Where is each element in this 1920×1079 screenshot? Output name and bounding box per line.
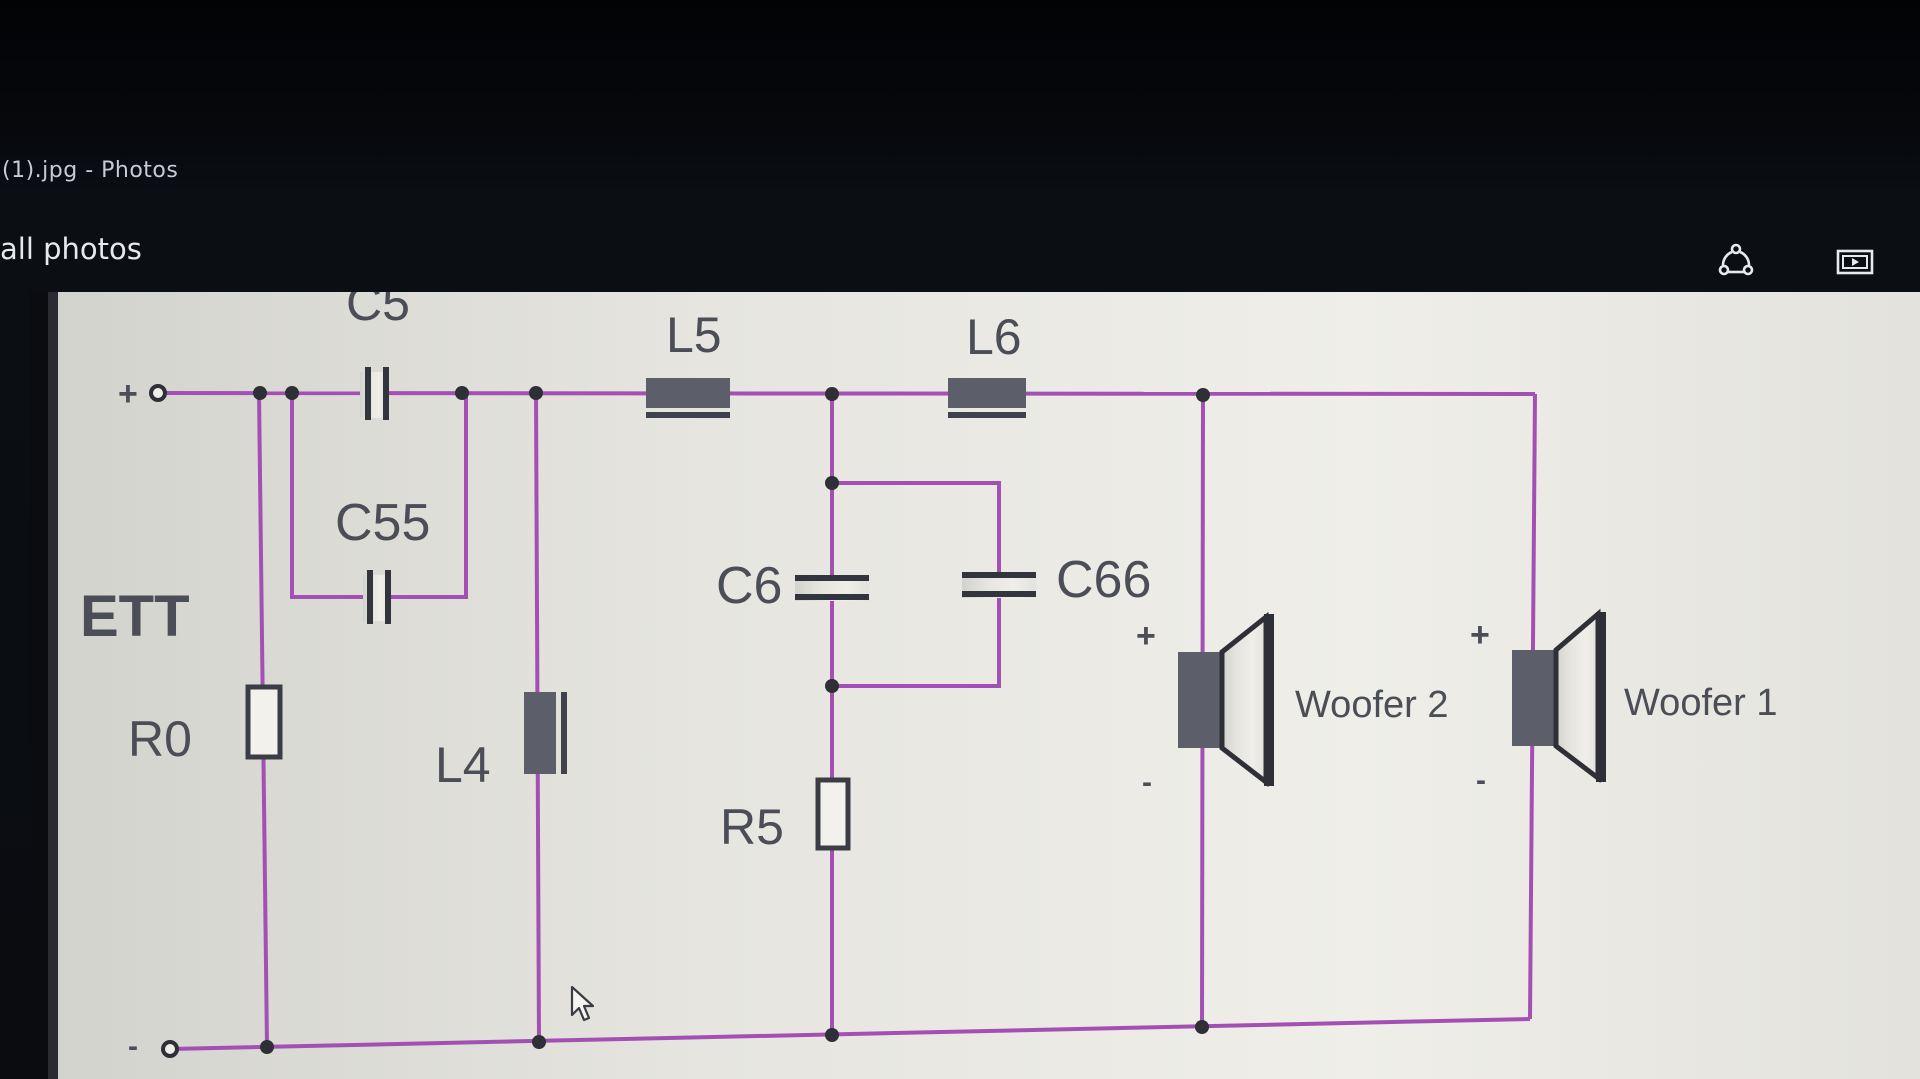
plus-terminal-label: +: [118, 375, 138, 413]
circuit-schematic-photo: + - ETT C5 C55 R0 L4 L5 L6 C6 C66 R5 Woo…: [30, 292, 1920, 1079]
capacitor-c66: [962, 572, 1036, 598]
speaker-woofer-2: [1178, 611, 1274, 788]
r0-label: R0: [128, 711, 192, 767]
c5-label: C5: [346, 292, 410, 331]
inductor-l5: [646, 378, 730, 418]
schematic-labels: + - ETT C5 C55 R0 L4 L5 L6 C6 C66 R5 Woo…: [80, 292, 1777, 1063]
l5-label: L5: [666, 307, 722, 363]
mouse-cursor-icon: [570, 985, 595, 1022]
c6-label: C6: [716, 557, 782, 615]
woofer-1-label: Woofer 1: [1624, 682, 1777, 724]
woofer-2-plus-label: +: [1136, 617, 1156, 655]
l6-label: L6: [966, 309, 1022, 365]
window-title: (1).jpg - Photos: [2, 158, 179, 183]
ett-label: ETT: [80, 584, 190, 649]
woofer-2-label: Woofer 2: [1295, 684, 1448, 726]
speaker-woofer-1: [1512, 608, 1606, 784]
capacitor-c5: [360, 367, 389, 420]
inductor-l4: [524, 692, 567, 774]
resistor-r5: [815, 777, 851, 851]
woofer-2-minus-label: -: [1142, 766, 1152, 799]
woofer-1-plus-label: +: [1470, 616, 1490, 654]
c66-label: C66: [1056, 551, 1151, 609]
junction-dots: [149, 384, 1210, 1058]
woofer-1-minus-label: -: [1476, 764, 1486, 797]
c55-label: C55: [335, 494, 430, 552]
inductor-l6: [948, 378, 1026, 418]
r5-label: R5: [720, 799, 784, 855]
capacitor-c55: [363, 570, 391, 624]
slideshow-icon[interactable]: [1835, 242, 1875, 282]
resistor-r0: [245, 684, 283, 760]
l4-label: L4: [435, 737, 491, 793]
share-icon[interactable]: [1716, 240, 1756, 280]
back-to-all-photos-link[interactable]: all photos: [0, 232, 142, 266]
photo-viewer[interactable]: + - ETT C5 C55 R0 L4 L5 L6 C6 C66 R5 Woo…: [30, 292, 1920, 1079]
minus-terminal-label: -: [128, 1030, 138, 1063]
capacitor-c6: [795, 575, 869, 601]
